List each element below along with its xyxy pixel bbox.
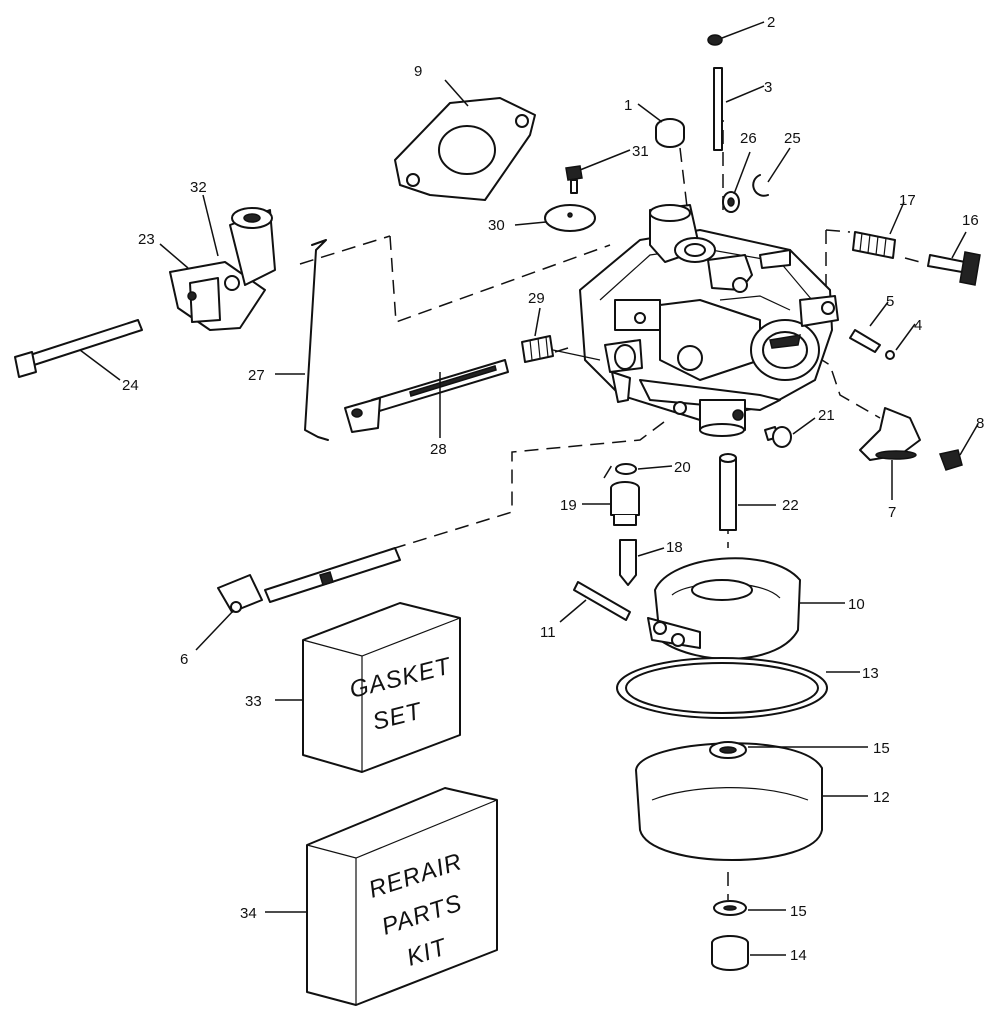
part-5-spring <box>849 329 881 353</box>
part-19-needle-seat <box>610 481 640 526</box>
callout-15a: 15 <box>873 740 890 757</box>
callout-30: 30 <box>488 217 505 234</box>
callout-28: 28 <box>430 441 447 458</box>
part-7-bracket <box>859 407 921 461</box>
callout-12: 12 <box>873 789 890 806</box>
callout-27: 27 <box>248 367 265 384</box>
carburetor-body <box>579 204 839 437</box>
part-15-washer-bottom <box>713 900 747 916</box>
callout-9: 9 <box>414 63 422 80</box>
callout-31: 31 <box>632 143 649 160</box>
part-23-bracket <box>169 261 266 331</box>
part-25-clip <box>752 174 769 197</box>
part-27-link-rod <box>304 239 329 441</box>
part-3-pin <box>713 67 723 151</box>
callout-20: 20 <box>674 459 691 476</box>
callout-16: 16 <box>962 212 979 229</box>
part-28-throttle-shaft <box>344 359 509 433</box>
callout-3: 3 <box>764 79 772 96</box>
leader-lines <box>79 21 979 956</box>
part-30-throttle-plate <box>544 204 596 232</box>
callout-11: 11 <box>540 624 556 641</box>
part-12-float-bowl <box>635 741 823 861</box>
part-21-screw <box>764 426 792 448</box>
part-16-idle-screw <box>927 251 981 286</box>
part-29-spring <box>521 335 601 363</box>
callout-34: 34 <box>240 905 257 922</box>
callout-25: 25 <box>784 130 801 147</box>
gasket-set-box: GASKET SET <box>302 602 461 773</box>
part-4-ball <box>885 350 895 360</box>
part-32-choke-cylinder <box>224 207 276 291</box>
part-14-bowl-nut <box>711 935 749 971</box>
callout-18: 18 <box>666 539 683 556</box>
part-22-main-jet <box>719 453 737 531</box>
part-18-needle <box>619 539 637 586</box>
callout-4: 4 <box>914 317 922 334</box>
callout-labels: 1 2 3 4 5 6 7 8 9 10 11 12 13 14 15 15 1… <box>122 14 984 964</box>
part-17-spring <box>852 231 896 259</box>
callout-17: 17 <box>899 192 916 209</box>
callout-24: 24 <box>122 377 139 394</box>
part-20-o-ring <box>615 463 637 475</box>
callout-32: 32 <box>190 179 207 196</box>
callout-2: 2 <box>767 14 775 31</box>
callout-6: 6 <box>180 651 188 668</box>
part-8-screw <box>938 449 963 471</box>
callout-21: 21 <box>818 407 835 424</box>
part-10-float <box>647 557 801 660</box>
part-1-plug <box>655 118 685 148</box>
callout-33: 33 <box>245 693 262 710</box>
part-31-screw <box>565 165 583 194</box>
callout-7: 7 <box>888 504 896 521</box>
callout-10: 10 <box>848 596 865 613</box>
part-9-flange-gasket <box>394 97 536 201</box>
callout-19: 19 <box>560 497 577 514</box>
part-2-cap <box>707 34 723 46</box>
callout-23: 23 <box>138 231 155 248</box>
callout-26: 26 <box>740 130 757 147</box>
callout-29: 29 <box>528 290 545 307</box>
callout-15b: 15 <box>790 903 807 920</box>
callout-14: 14 <box>790 947 807 964</box>
repair-parts-kit-box: RERAIR PARTS KIT <box>306 787 498 1006</box>
part-6-choke-shaft <box>217 547 401 613</box>
callout-13: 13 <box>862 665 879 682</box>
part-11-float-pin <box>573 581 631 621</box>
part-24-bolt <box>14 319 143 378</box>
part-13-bowl-gasket <box>616 657 828 719</box>
part-26-washer <box>722 191 740 213</box>
callout-8: 8 <box>976 415 984 432</box>
callout-5: 5 <box>886 293 894 310</box>
callout-1: 1 <box>624 97 632 114</box>
callout-22: 22 <box>782 497 799 514</box>
